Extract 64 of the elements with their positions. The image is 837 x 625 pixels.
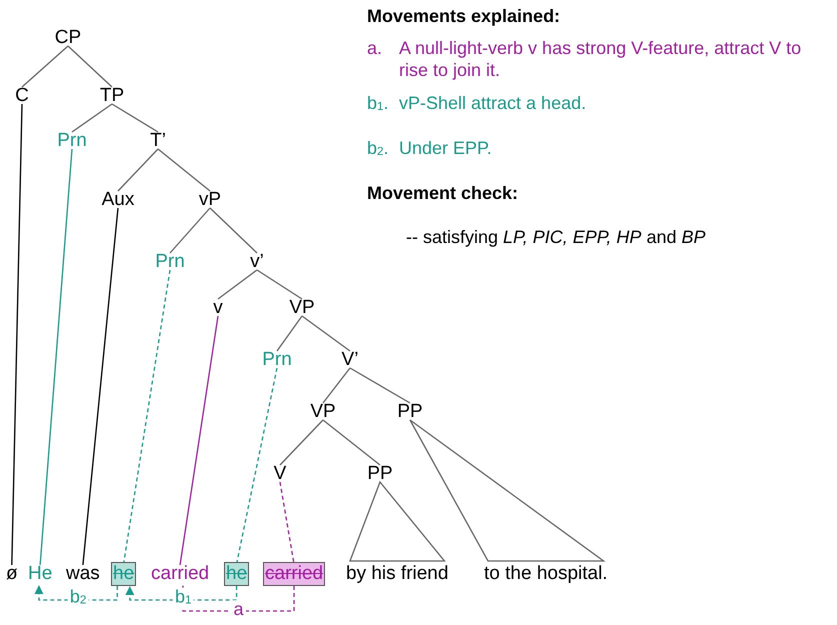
tree-branch bbox=[210, 208, 258, 254]
tree-branch bbox=[22, 46, 68, 88]
tree-node-label: Prn bbox=[155, 251, 185, 273]
tree-node-label: Prn bbox=[57, 130, 87, 152]
tree-branch bbox=[256, 269, 302, 300]
trace-line bbox=[279, 482, 295, 564]
tree-branch bbox=[322, 419, 380, 466]
tree-node-label: TP bbox=[100, 85, 124, 107]
tree-branch bbox=[350, 367, 410, 404]
trace-line bbox=[40, 148, 73, 566]
tree-branch bbox=[322, 368, 351, 404]
explanation-text: vP-Shell attract a head. bbox=[399, 92, 586, 114]
tree-node-label: VP bbox=[310, 401, 336, 423]
edge-label: a bbox=[231, 600, 246, 618]
sentence-word: was bbox=[66, 563, 100, 585]
tree-branch bbox=[280, 420, 324, 466]
tree-branch bbox=[118, 148, 158, 192]
tree-node-label: v bbox=[213, 297, 223, 319]
trace-word: he bbox=[111, 562, 136, 586]
tree-branch bbox=[218, 269, 258, 300]
trace-line bbox=[179, 316, 219, 566]
edge-label: b$_{1}$ bbox=[172, 587, 194, 608]
trace-line bbox=[122, 270, 171, 564]
explanation-text: A null-light-verb v has strong V-feature, attract V to rise to join it. bbox=[399, 37, 802, 81]
tree-branch bbox=[170, 208, 210, 254]
trace-line bbox=[236, 368, 278, 564]
item-letter: b$_{1}$. bbox=[367, 92, 389, 116]
explanation-text: Under EPP. bbox=[399, 137, 492, 159]
sentence-word: to the hospital. bbox=[484, 563, 608, 585]
tree-node-label: T’ bbox=[150, 130, 166, 152]
sentence-word: by his friend bbox=[346, 563, 448, 585]
triangle-branch bbox=[349, 480, 446, 562]
tree-node-label: VP bbox=[289, 297, 315, 319]
section-heading: Movements explained: bbox=[367, 5, 560, 27]
tree-node-label: vP bbox=[198, 189, 222, 211]
movement-arrow bbox=[34, 585, 118, 601]
tree-branch bbox=[72, 103, 112, 133]
tree-node-label: v’ bbox=[250, 251, 264, 273]
movement-arrow bbox=[125, 586, 238, 601]
tree-branch bbox=[112, 103, 158, 133]
tree-branch bbox=[276, 316, 303, 352]
trace-word: he bbox=[224, 562, 250, 586]
item-letter: b$_{2}$. bbox=[367, 137, 389, 160]
sentence-word: ø bbox=[6, 563, 18, 585]
triangle-branch bbox=[409, 419, 606, 562]
tree-node-label: V’ bbox=[342, 349, 358, 371]
section-heading: Movement check: bbox=[367, 182, 518, 204]
tree-node-label: C bbox=[15, 85, 29, 107]
tree-branch bbox=[302, 315, 350, 352]
sentence-word: carried bbox=[151, 563, 210, 585]
tree-node-label: CP bbox=[54, 27, 82, 49]
trace-line bbox=[11, 104, 23, 566]
tree-node-label: V bbox=[274, 463, 286, 485]
tree-node-label: Aux bbox=[102, 189, 134, 211]
trace-word: carried bbox=[263, 562, 326, 586]
trace-line bbox=[82, 208, 119, 566]
tree-node-label: Prn bbox=[262, 349, 292, 371]
sentence-word: He bbox=[28, 563, 52, 585]
item-letter: a. bbox=[367, 37, 382, 59]
tree-branch bbox=[68, 46, 112, 88]
check-text: -- satisfying LP, PIC, EPP, HP and BP bbox=[406, 226, 706, 248]
tree-node-label: PP bbox=[367, 463, 393, 485]
tree-branch bbox=[158, 148, 210, 192]
tree-node-label: PP bbox=[397, 401, 423, 423]
